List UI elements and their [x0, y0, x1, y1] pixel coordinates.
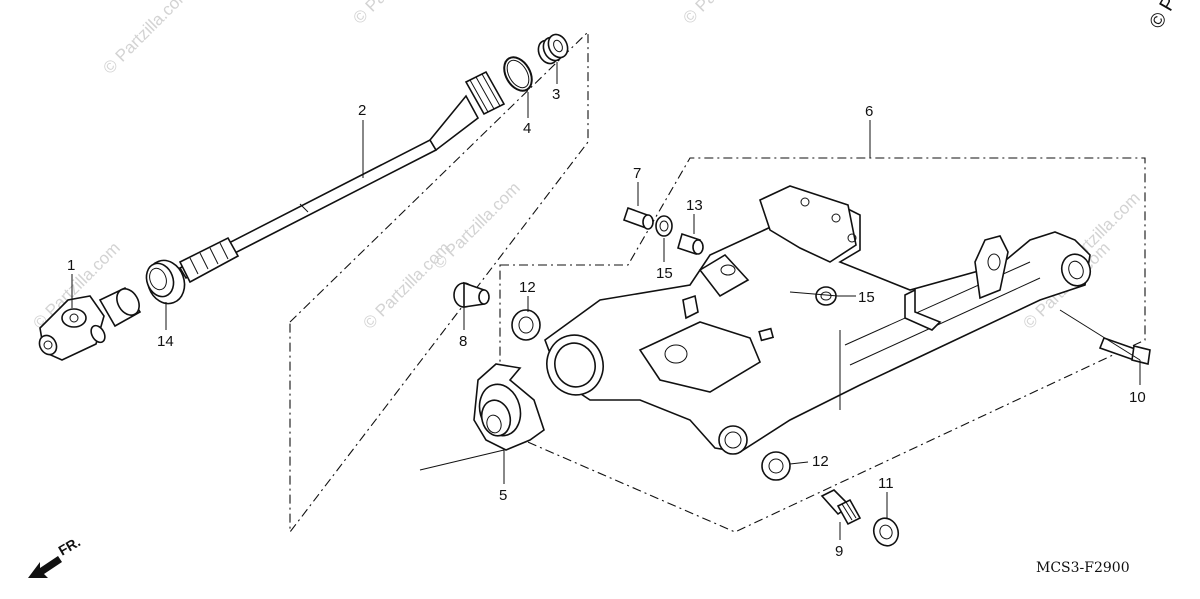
callout-15a: 15 — [656, 265, 673, 282]
lock-nut — [511, 309, 541, 341]
callout-12a: 12 — [519, 279, 536, 296]
callout-10: 10 — [1129, 389, 1146, 406]
oil-seal — [145, 259, 186, 305]
snap-ring — [503, 56, 533, 92]
pivot-lock-nut — [872, 517, 900, 547]
leader-lines — [71, 62, 1141, 540]
callout-15b: 15 — [858, 289, 875, 306]
front-label: FR. — [56, 533, 84, 558]
callout-12b: 12 — [812, 453, 829, 470]
front-direction-indicator: FR. — [28, 533, 83, 578]
corner-copyright: © Pa — [1145, 0, 1187, 32]
callout-5: 5 — [499, 487, 507, 504]
drive-shaft — [178, 70, 506, 284]
pivot-bolt — [820, 489, 862, 526]
swingarm — [544, 185, 1092, 455]
watermark: © Partzilla.com — [679, 0, 773, 28]
pivot-cap — [453, 281, 490, 308]
collar-b — [677, 232, 704, 256]
callout-13: 13 — [686, 197, 703, 214]
driveshaft-group-outline — [289, 30, 589, 534]
watermark: © Partzilla.com — [429, 178, 523, 272]
callout-7: 7 — [633, 165, 641, 182]
bushing — [655, 215, 673, 237]
callout-11: 11 — [878, 475, 894, 492]
bushing-inner — [820, 291, 832, 301]
front-arrow-icon — [28, 556, 62, 578]
watermark: © Partzilla.com — [99, 0, 193, 78]
callout-9: 9 — [835, 543, 843, 560]
bushing-inner — [659, 220, 669, 232]
watermark: © Partzilla.com — [349, 0, 443, 28]
callout-3: 3 — [552, 86, 560, 103]
callout-4: 4 — [523, 120, 531, 137]
figure-code: MCS3-F2900 — [1036, 560, 1130, 576]
callout-8: 8 — [459, 333, 467, 350]
collar — [622, 206, 654, 230]
dust-boot — [473, 363, 545, 451]
callout-6: 6 — [865, 103, 873, 120]
lock-nut — [761, 451, 791, 481]
spring — [537, 33, 569, 65]
universal-joint — [38, 286, 142, 361]
callout-2: 2 — [358, 102, 366, 119]
callouts: 1 2 3 4 5 6 7 8 9 10 11 12 12 13 14 15 1… — [67, 86, 1146, 560]
callout-1: 1 — [67, 257, 75, 274]
callout-14: 14 — [157, 333, 174, 350]
